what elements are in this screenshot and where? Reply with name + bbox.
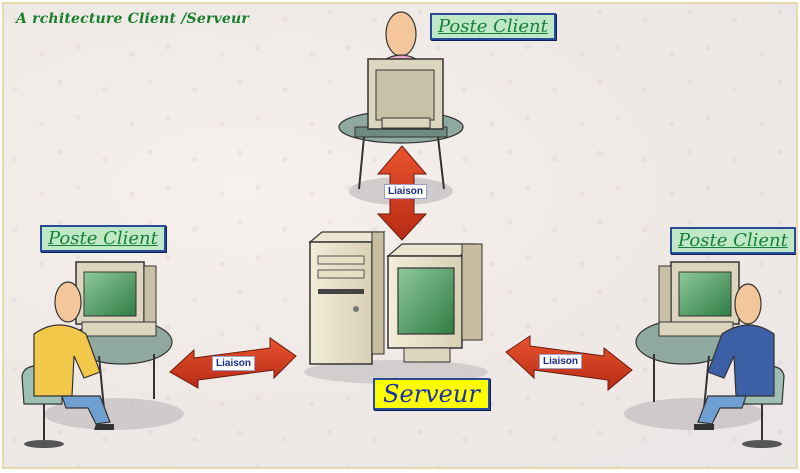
link-left-label: Liaison <box>212 356 256 371</box>
right-client-label: Poste Client <box>670 227 796 254</box>
server-label: Serveur <box>373 378 490 410</box>
top-client-workstation <box>338 11 464 205</box>
left-client-label: Poste Client <box>40 225 166 252</box>
diagram-title: A rchitecture Client /Serveur <box>16 11 249 27</box>
diagram-illustration <box>21 11 785 448</box>
link-top-label: Liaison <box>384 184 428 199</box>
right-client-workstation <box>624 261 785 448</box>
server-machine <box>304 231 488 384</box>
link-right-label: Liaison <box>539 354 583 369</box>
left-client-workstation <box>21 261 184 448</box>
top-client-label: Poste Client <box>430 13 556 40</box>
